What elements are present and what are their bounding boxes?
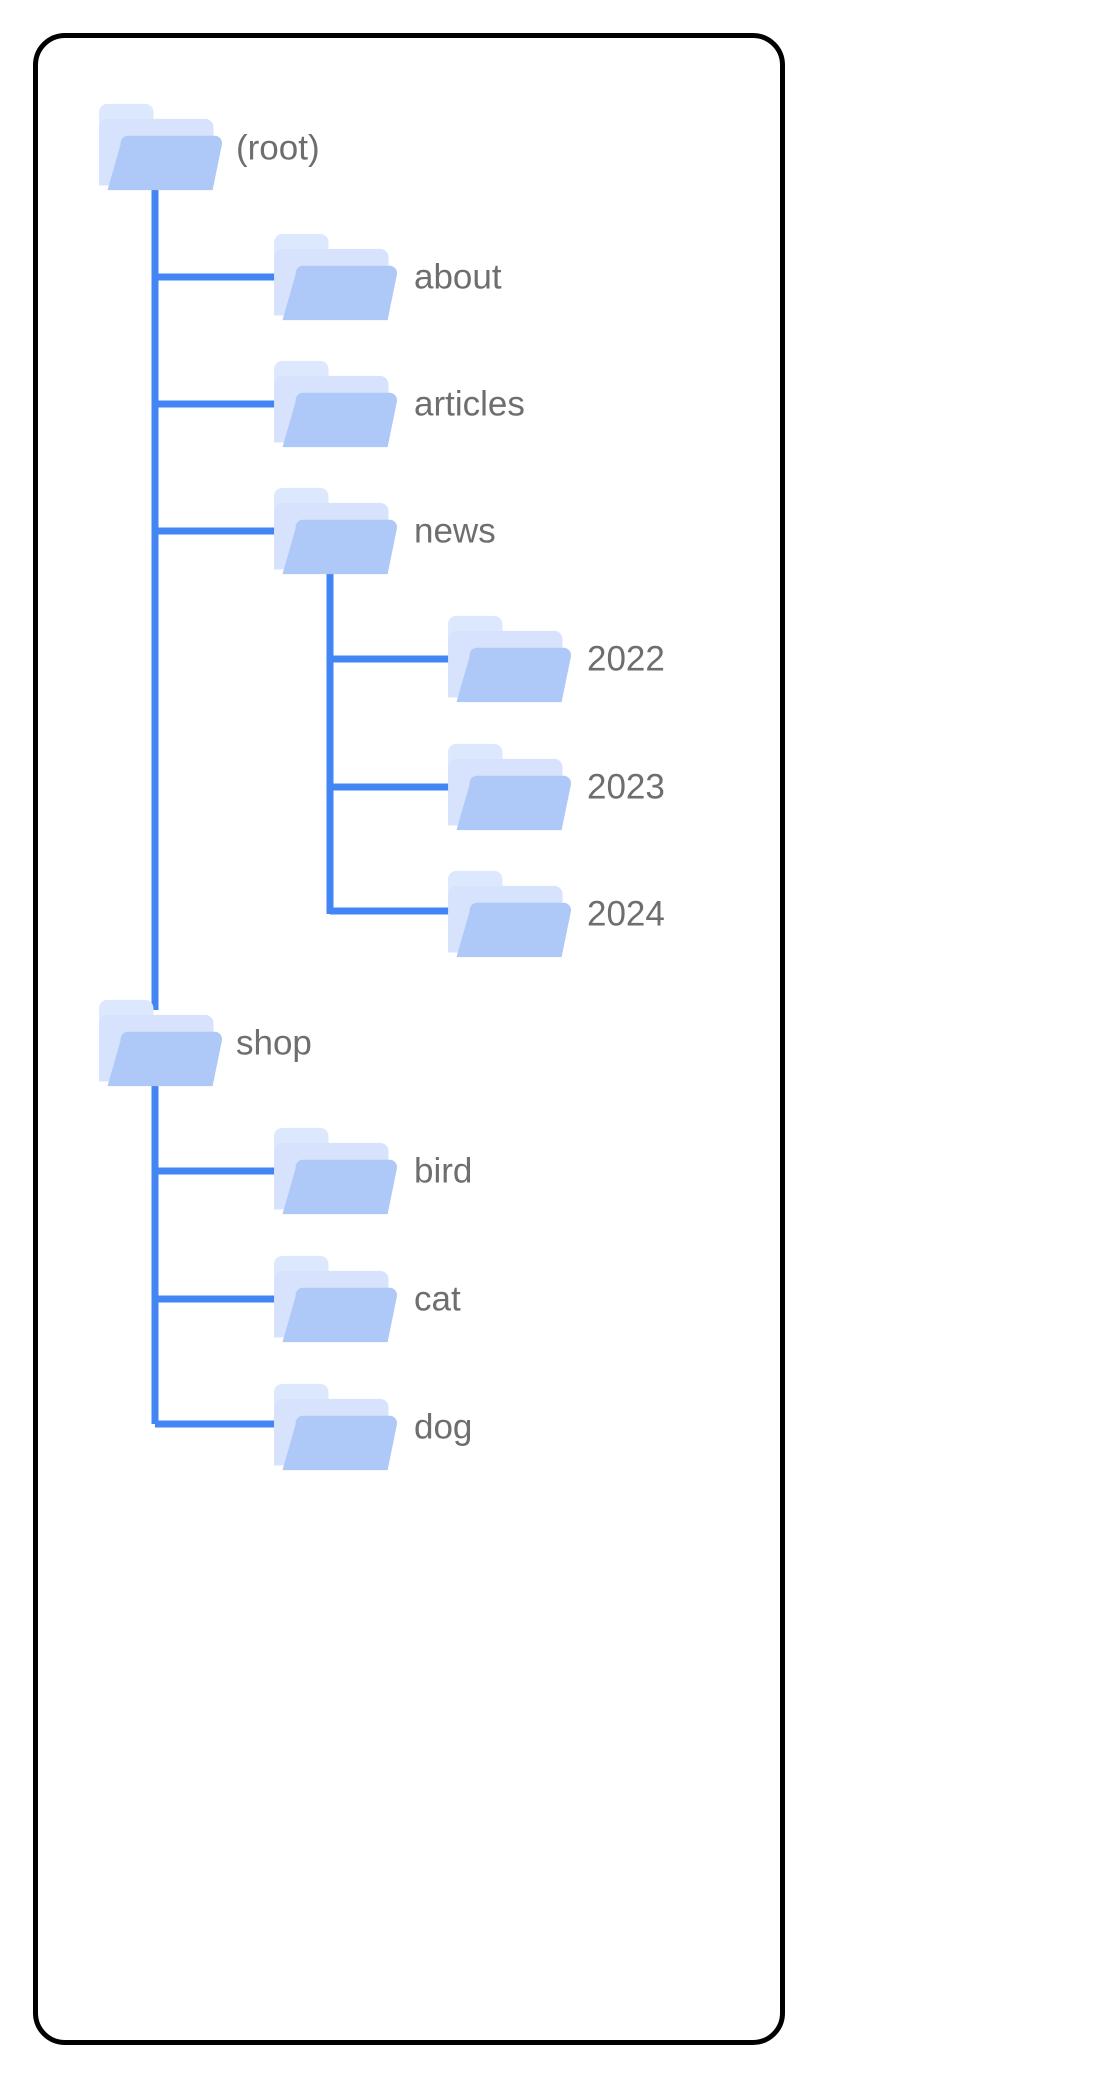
tree-node-articles[interactable]: articles bbox=[274, 360, 525, 448]
tree-node-shop[interactable]: shop bbox=[99, 999, 312, 1087]
folder-icon bbox=[274, 233, 398, 321]
tree-node-news[interactable]: news bbox=[274, 487, 496, 575]
tree-node-dog[interactable]: dog bbox=[274, 1383, 472, 1471]
folder-icon bbox=[448, 870, 572, 958]
tree-node-about[interactable]: about bbox=[274, 233, 502, 321]
node-label-2023: 2023 bbox=[587, 767, 665, 806]
node-label-cat: cat bbox=[414, 1279, 461, 1318]
node-label-bird: bird bbox=[414, 1151, 472, 1190]
folder-icon bbox=[99, 103, 223, 191]
node-label-dog: dog bbox=[414, 1407, 472, 1446]
folder-icon bbox=[274, 1127, 398, 1215]
tree-node-bird[interactable]: bird bbox=[274, 1127, 472, 1215]
folder-icon bbox=[99, 999, 223, 1087]
folder-icon bbox=[274, 360, 398, 448]
node-label-articles: articles bbox=[414, 384, 525, 423]
folder-icon bbox=[274, 1383, 398, 1471]
tree-node-2023[interactable]: 2023 bbox=[448, 743, 665, 831]
tree-node-cat[interactable]: cat bbox=[274, 1255, 461, 1343]
node-label-news: news bbox=[414, 511, 496, 550]
node-label-about: about bbox=[414, 257, 502, 296]
node-label-2024: 2024 bbox=[587, 894, 665, 933]
tree-node-2022[interactable]: 2022 bbox=[448, 615, 665, 703]
connector-group bbox=[151, 182, 456, 1428]
folder-icon bbox=[274, 1255, 398, 1343]
node-label-2022: 2022 bbox=[587, 639, 665, 678]
node-label-root: (root) bbox=[236, 128, 320, 167]
folder-icon bbox=[448, 743, 572, 831]
node-label-shop: shop bbox=[236, 1023, 312, 1062]
tree-node-root[interactable]: (root) bbox=[99, 103, 320, 191]
folder-icon bbox=[274, 487, 398, 575]
folder-icon bbox=[448, 615, 572, 703]
tree-node-2024[interactable]: 2024 bbox=[448, 870, 665, 958]
